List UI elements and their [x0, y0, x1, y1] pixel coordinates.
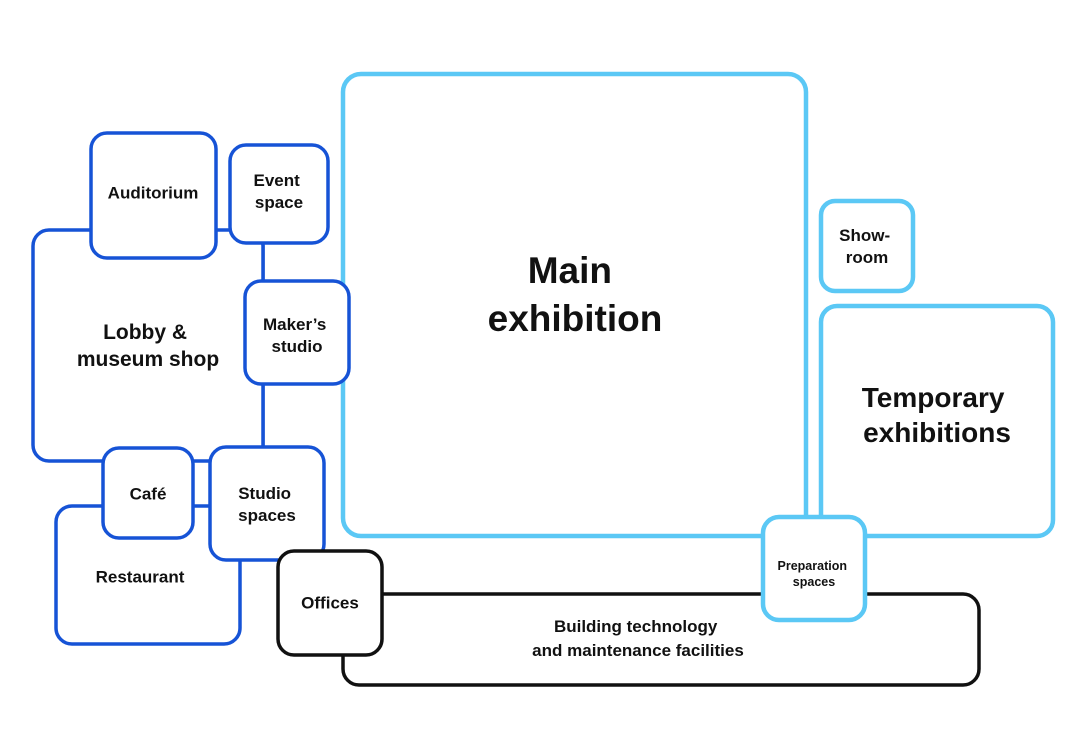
- studio-spaces-label: Studio spaces: [238, 484, 296, 525]
- room-makers-studio: [243, 279, 351, 386]
- room-offices: [276, 549, 384, 657]
- room-lobby-museum-shop: [31, 228, 265, 463]
- room-auditorium: [89, 131, 218, 260]
- offices-label: Offices: [301, 594, 359, 613]
- cafe-label: Café: [130, 485, 167, 504]
- room-preparation-spaces: [760, 514, 868, 623]
- lobby-label: Lobby & museum shop: [77, 321, 219, 371]
- building-technology-label: Building technology and maintenance faci…: [532, 617, 744, 660]
- room-building-technology: [341, 592, 981, 687]
- room-showroom: [818, 198, 916, 294]
- room-temporary-exhibitions: [818, 303, 1056, 539]
- room-cafe: [101, 446, 195, 540]
- preparation-spaces-label: Preparation spaces: [778, 559, 851, 589]
- event-space-label: Event space: [253, 171, 304, 212]
- auditorium-label: Auditorium: [108, 184, 199, 203]
- main-exhibition-label: Main exhibition: [488, 250, 663, 339]
- makers-studio-label: Maker’s studio: [263, 315, 331, 356]
- temporary-exhibitions-label: Temporary exhibitions: [862, 382, 1012, 448]
- room-event-space: [228, 143, 330, 245]
- showroom-label: Show- room: [839, 226, 895, 267]
- room-studio-spaces: [208, 445, 326, 562]
- restaurant-label: Restaurant: [96, 568, 185, 587]
